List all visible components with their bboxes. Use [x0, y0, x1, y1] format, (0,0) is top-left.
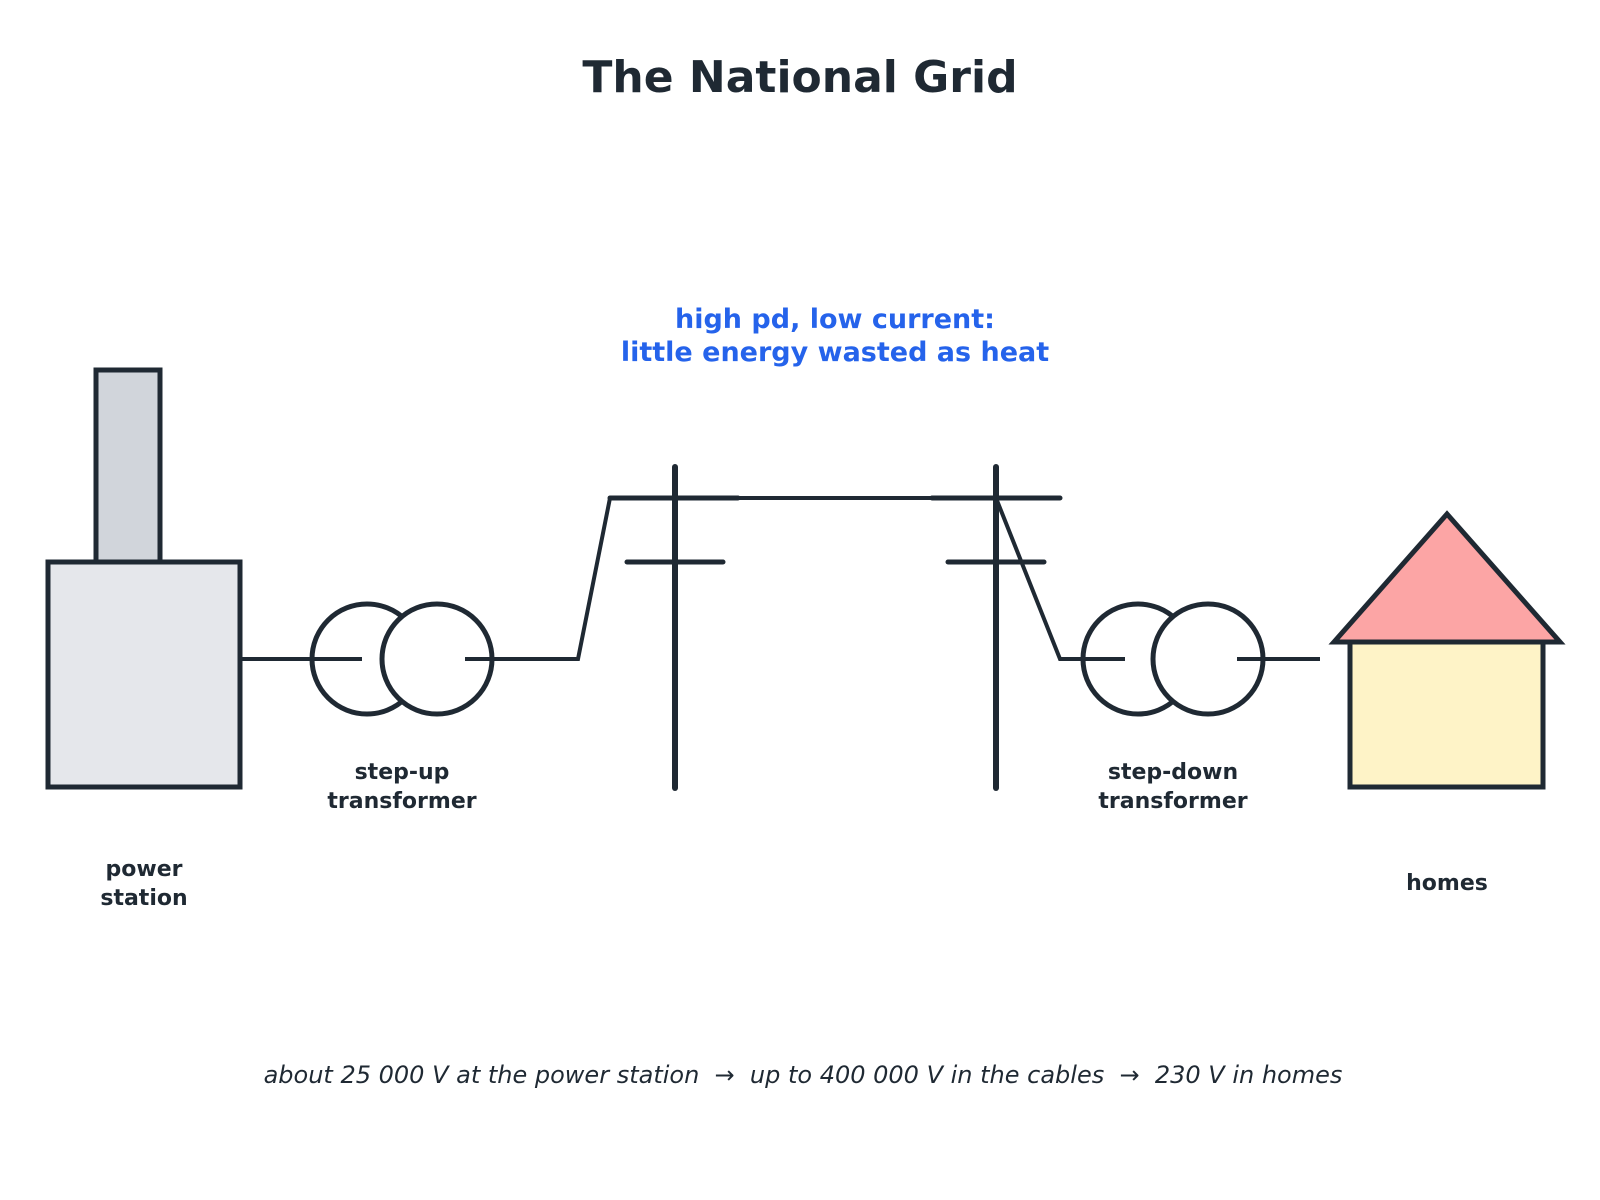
- house-walls: [1347, 639, 1546, 790]
- homes-label: homes: [1406, 871, 1488, 896]
- component-labels: step-up transformer step-down transforme…: [100, 760, 1488, 911]
- step-down-label-line-2: transformer: [1098, 789, 1247, 814]
- power-station-label-line-2: station: [100, 886, 187, 911]
- pylon-right: [929, 464, 1063, 791]
- pylon-left: [607, 464, 741, 791]
- step-up-label-line-1: step-up: [355, 760, 450, 785]
- chimney: [93, 367, 163, 565]
- annotation-line-2: little energy wasted as heat: [621, 337, 1049, 368]
- power-station-building: [45, 559, 243, 790]
- house: [1328, 510, 1566, 790]
- step-up-label-line-2: transformer: [327, 789, 476, 814]
- step-down-transformer-symbol: [1080, 601, 1266, 717]
- annotation-line-1: high pd, low current:: [675, 304, 995, 335]
- power-station-label-line-1: power: [106, 857, 183, 882]
- voltage-caption: about 25 000 V at the power station → up…: [264, 1061, 1343, 1089]
- cable-annotation: high pd, low current: little energy wast…: [621, 304, 1049, 368]
- wire-stepup-to-pylon: [465, 496, 738, 661]
- house-roof: [1328, 510, 1566, 645]
- step-down-label-line-1: step-down: [1108, 760, 1238, 785]
- diagram-title: The National Grid: [582, 52, 1017, 103]
- power-station: [45, 367, 243, 790]
